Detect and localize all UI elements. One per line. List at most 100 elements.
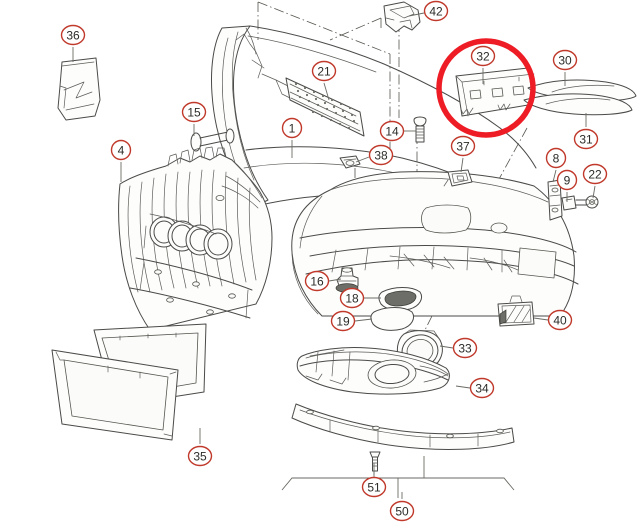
callout-30[interactable]: 30 [552,49,578,87]
callout-1[interactable]: 1 [281,117,303,159]
callout-4[interactable]: 4 [110,139,132,183]
callout-bubble[interactable] [423,0,449,22]
callout-number: 1 [289,122,296,136]
callout-leader-line [552,169,557,183]
part-18-tow-eye-cover-frame [378,287,423,311]
callout-19[interactable]: 19 [330,310,373,332]
callout-bubble[interactable] [304,270,330,292]
callout-bubble[interactable] [582,163,608,185]
callout-bubble[interactable] [556,169,578,191]
callout-number: 34 [475,382,489,396]
callout-number: 32 [476,50,490,64]
callout-40[interactable]: 40 [533,309,573,331]
part-38-u-clip [339,155,361,169]
callout-16[interactable]: 16 [304,270,342,292]
part-4-radiator-grille [118,146,273,331]
part-34-lower-grille [296,347,450,395]
callout-bubble[interactable] [547,309,573,331]
callout-bubble[interactable] [330,310,356,332]
callout-bubble[interactable] [545,147,567,169]
callout-bubble[interactable] [187,445,213,467]
callout-50[interactable]: 50 [389,492,415,522]
callout-bubble[interactable] [361,476,387,498]
callout-33[interactable]: 33 [439,337,478,359]
callout-number: 30 [558,54,572,68]
part-50-lower-spoiler-lip [281,403,515,498]
part-32-mounting-plate-bracket [455,67,535,117]
callout-32[interactable]: 32 [470,45,496,85]
callout-leader-line [408,12,425,17]
callout-bubble[interactable] [573,128,599,150]
callout-leader-line [460,157,464,173]
callout-bubble[interactable] [552,49,578,71]
callout-bubble[interactable] [452,337,478,359]
callout-leader-line [328,278,342,282]
part-40-side-reflector-lamp [497,295,535,327]
callout-bubble[interactable] [181,101,207,123]
callout-number: 36 [66,29,80,43]
callout-number: 21 [317,65,331,79]
callout-36[interactable]: 36 [60,24,86,63]
callout-leader-line [592,185,596,199]
callout-leader-line [355,156,370,163]
part-42-upper-mounting-bracket [383,1,421,33]
callout-leader-line [533,317,549,321]
callout-bubble[interactable] [110,139,132,161]
callout-8[interactable]: 8 [545,147,567,183]
callout-leader-line [323,82,330,101]
callout-bubble[interactable] [450,135,476,157]
callout-number: 37 [456,140,470,154]
part-36-corner-bracket [57,57,101,121]
callout-9[interactable]: 9 [556,169,578,203]
callout-number: 4 [118,144,125,158]
callout-number: 31 [579,133,593,147]
part-21-vent-mesh-insert [285,77,365,137]
part-8-side-mounting-bracket [547,179,563,221]
callout-34[interactable]: 34 [455,377,495,399]
callout-number: 50 [395,505,409,519]
part-19-tow-eye-cover-cap [370,307,415,331]
callout-bubble[interactable] [469,377,495,399]
callout-number: 51 [367,481,381,495]
callout-31[interactable]: 31 [573,113,599,150]
callout-number: 15 [187,106,201,120]
callout-bubble[interactable] [60,24,86,46]
callout-bubble[interactable] [339,287,365,309]
callout-number: 19 [336,315,350,329]
callout-leader-line [455,385,471,389]
callout-14[interactable]: 14 [379,120,417,142]
part-35-licence-plate-holder-frame [51,323,207,441]
callout-number: 38 [374,149,388,163]
audi-rings-emblem [149,216,233,260]
callout-number: 22 [588,168,602,182]
part-9-retaining-clip [561,195,587,211]
callout-42[interactable]: 42 [408,0,449,22]
callout-number: 18 [345,292,359,306]
callout-15[interactable]: 15 [181,101,207,137]
callout-37[interactable]: 37 [450,135,476,173]
callout-number: 40 [553,314,567,328]
callout-layer: 36 15 21 1 42 32 30 31 14 4 38 37 89 22 16 18 19 40 33 34 35… [60,0,608,522]
part-1-front-bumper-cover [211,25,579,317]
callout-leader-line [439,345,454,349]
callout-number: 8 [553,152,560,166]
callout-number: 33 [458,342,472,356]
callout-bubble[interactable] [379,120,405,142]
callout-bubble[interactable] [311,60,337,82]
callout-number: 9 [564,174,571,188]
callout-bubble[interactable] [470,45,496,67]
callout-bubble[interactable] [281,117,303,139]
callout-bubble[interactable] [389,500,415,522]
callout-51[interactable]: 51 [361,463,387,498]
part-22-washer-nut [585,195,599,209]
callout-35[interactable]: 35 [187,428,213,467]
callout-21[interactable]: 21 [311,60,337,101]
highlight-annotation-circle [436,38,536,138]
callout-bubble[interactable] [368,144,394,166]
callout-22[interactable]: 22 [582,163,608,199]
part-31-lower-trim-strip [523,93,633,116]
callout-18[interactable]: 18 [339,287,382,309]
callout-38[interactable]: 38 [355,144,394,166]
callout-number: 16 [310,275,324,289]
